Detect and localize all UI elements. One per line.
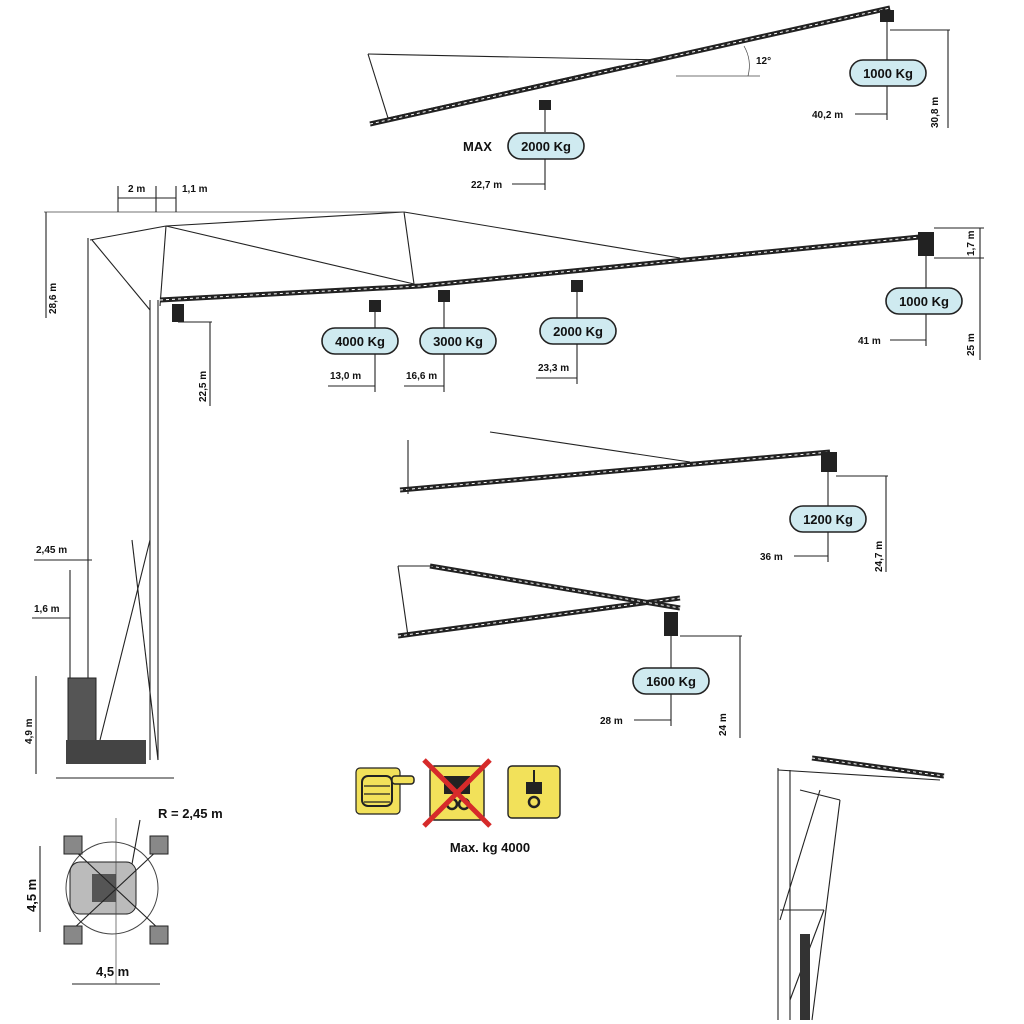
radius-41-label: 41 m: [858, 336, 881, 347]
base-height-label: 4,5 m: [24, 879, 39, 912]
dim-4-9-label: 4,9 m: [24, 718, 35, 744]
max-kg-label: Max. kg 4000: [450, 840, 530, 855]
base-plan: R = 2,45 m 4,5 m 4,5 m: [24, 806, 223, 985]
top-max-word: MAX: [463, 139, 492, 154]
top-max-load-badge: [507, 132, 585, 160]
crossed-double-hook-icon: [422, 758, 492, 828]
folded-crane: [777, 755, 945, 1021]
load-1000-badge: [885, 287, 963, 315]
top-max-load-label: 2000 Kg: [521, 139, 571, 154]
top-max-radius-label: 22,7 m: [471, 180, 502, 191]
load-1000-label: 1000 Kg: [899, 294, 949, 309]
top-angle-label: 12°: [756, 56, 771, 67]
top-tip-radius-label: 40,2 m: [812, 110, 843, 121]
low-jib-configuration: 1600 Kg 28 m 24 m: [397, 563, 742, 738]
mid-height-label: 24,7 m: [874, 541, 885, 572]
base-width-label: 4,5 m: [96, 964, 129, 979]
mid-load-label: 1200 Kg: [803, 512, 853, 527]
load-4000-badge: [321, 327, 399, 355]
dim-25-label: 25 m: [966, 333, 977, 356]
dim-22-5-label: 22,5 m: [198, 371, 209, 402]
dim-1-6-label: 1,6 m: [34, 604, 60, 615]
radius-13-label: 13,0 m: [330, 371, 361, 382]
single-hook-icon: [507, 765, 561, 819]
radius-16-6-label: 16,6 m: [406, 371, 437, 382]
dim-1-7-label: 1,7 m: [966, 230, 977, 256]
base-radius-label: R = 2,45 m: [158, 806, 223, 821]
mid-radius-label: 36 m: [760, 552, 783, 563]
low-radius-label: 28 m: [600, 716, 623, 727]
dim-28-6-label: 28,6 m: [48, 283, 59, 314]
dim-1-1m-label: 1,1 m: [182, 184, 208, 195]
top-luffed-jib: 12° MAX 2000 Kg 22,7 m 1000 Kg 40,2 m 30…: [367, 5, 950, 191]
load-3000-badge: [419, 327, 497, 355]
radius-23-3-label: 23,3 m: [538, 363, 569, 374]
low-height-label: 24 m: [718, 713, 729, 736]
mid-jib-configuration: 1200 Kg 36 m 24,7 m: [399, 431, 888, 572]
main-jib-configuration: 2 m 1,1 m 28,6 m 22,5 m 4000 Kg 13,0 m 3…: [24, 184, 984, 779]
pointing-hand-icon: [355, 767, 415, 815]
low-load-label: 1600 Kg: [646, 674, 696, 689]
load-3000-label: 3000 Kg: [433, 334, 483, 349]
top-tip-load-label: 1000 Kg: [863, 66, 913, 81]
dim-2m-label: 2 m: [128, 184, 145, 195]
load-4000-label: 4000 Kg: [335, 334, 385, 349]
dim-2-45-label: 2,45 m: [36, 545, 67, 556]
load-2000-label: 2000 Kg: [553, 324, 603, 339]
top-tip-load-badge: [849, 59, 927, 87]
load-2000-badge: [539, 317, 617, 345]
top-height-label: 30,8 m: [930, 97, 941, 128]
